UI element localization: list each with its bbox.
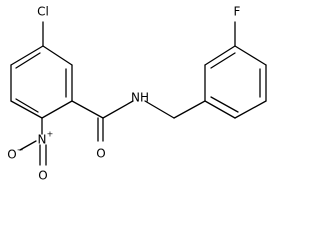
nitro-n-positive-charge: + (47, 130, 54, 139)
benzoyl-ring (10, 45, 73, 119)
ring-carbonyl-bond (71, 100, 104, 119)
carbonyl-oxygen-label: O (96, 147, 105, 161)
amide-nh-label: NH (131, 91, 149, 105)
n-ch2-bond (144, 100, 175, 119)
fluorine-label: F (234, 5, 241, 19)
nitro-o-negative-charge: − (17, 146, 24, 155)
nitro-oxygen-bottom-label: O (38, 169, 47, 183)
ch2-ring-bond (173, 100, 206, 119)
fluorophenyl-ring (204, 45, 267, 119)
structure-canvas: Cl F NH O N + O O − (7, 5, 267, 183)
chlorine-label: Cl (37, 5, 49, 19)
n-o-bond-left (19, 140, 37, 151)
nitro-nitrogen-label: N (38, 133, 47, 147)
chemical-structure: Cl F NH O N + O O − (7, 5, 267, 183)
nitro-oxygen-left-label: O (7, 148, 16, 162)
c-n-amide-bond (102, 100, 134, 119)
